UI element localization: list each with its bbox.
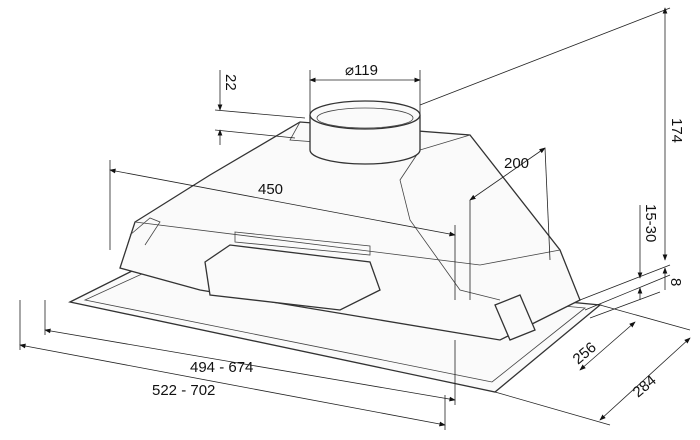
body-depth-label: 200 [504,155,529,172]
adjust-range-label: 15-30 [642,204,659,242]
body-width-label: 450 [258,181,283,198]
hood-illustration [68,100,602,393]
inner-width-label: 494 - 674 [190,359,253,376]
dimension-lines [19,7,691,430]
outer-width-label: 522 - 702 [152,382,215,399]
inner-depth-label: 256 [570,339,600,368]
flange-thickness-label: 8 [667,278,684,286]
filter-panel [204,244,381,311]
duct-collar [309,100,421,165]
duct-height-label: 22 [222,74,239,91]
control-bracket [494,294,536,341]
duct-diameter-label: ⌀119 [345,62,378,79]
outer-depth-label: 284 [630,372,660,401]
total-height-label: 174 [668,118,685,143]
